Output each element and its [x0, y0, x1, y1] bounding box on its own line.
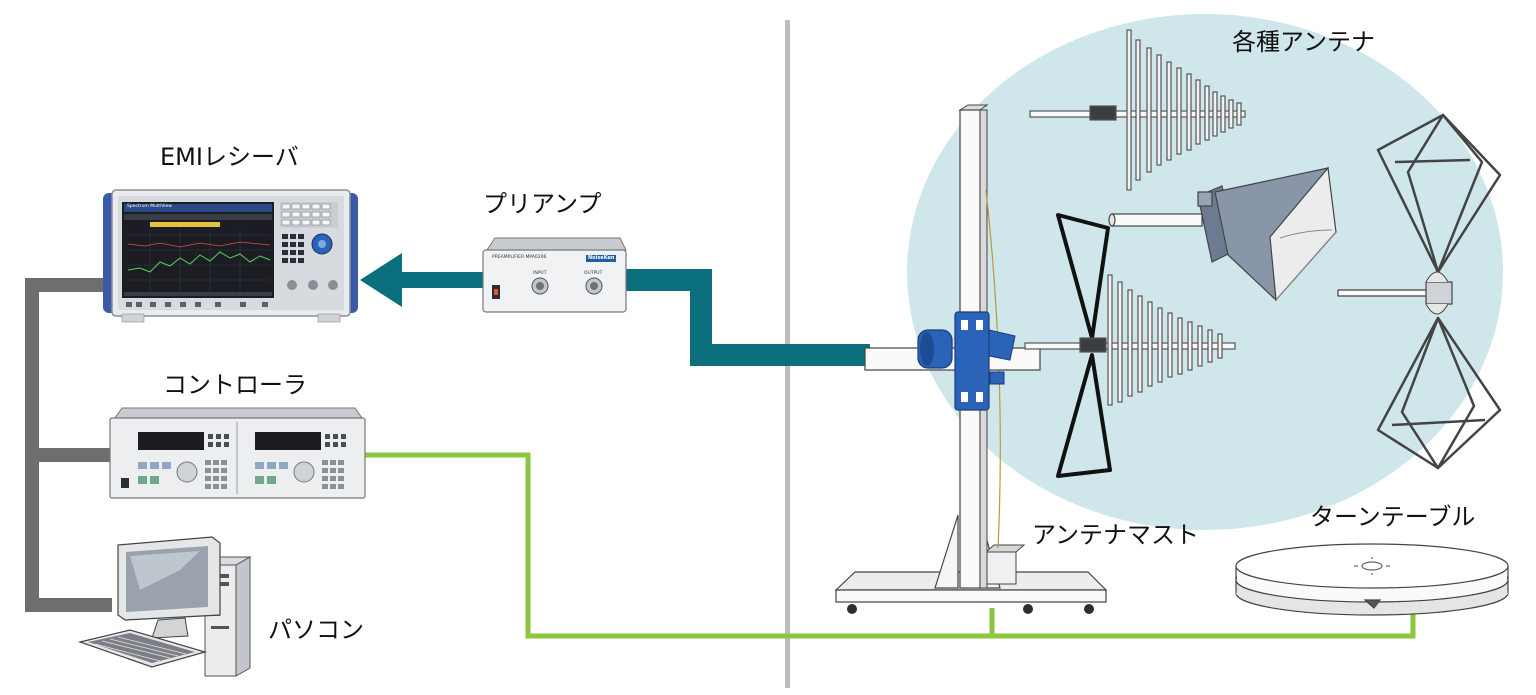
- log-periodic-antenna-mid: [1024, 274, 1236, 406]
- receiver-screen-status: Spectrum MultiView: [127, 204, 172, 209]
- preamp-model-label: PREAMPLIFIER MPA0206: [492, 255, 547, 260]
- bowtie-antenna: [1056, 213, 1112, 478]
- turntable: [1235, 543, 1509, 616]
- label-turntable: ターンテーブル: [1310, 503, 1476, 531]
- mast-clamp: [954, 311, 990, 411]
- pc: [77, 536, 252, 677]
- label-controller: コントローラ: [163, 371, 307, 399]
- label-emi-receiver: EMIレシーバ: [160, 143, 299, 171]
- pc-cable-bus: [25, 278, 112, 612]
- controller: [109, 407, 366, 499]
- label-preamp: プリアンプ: [483, 190, 602, 218]
- label-antenna-mast: アンテナマスト: [1032, 521, 1200, 549]
- label-antennas: 各種アンテナ: [1232, 28, 1376, 56]
- label-pc: パソコン: [268, 616, 364, 644]
- preamp-input-label: INPUT: [533, 271, 547, 276]
- control-cable: [365, 452, 1416, 639]
- emi-receiver: [103, 189, 358, 323]
- horn-antenna: [1108, 166, 1337, 302]
- log-periodic-antenna-top: [1029, 29, 1246, 191]
- antenna-zone-background: [907, 14, 1503, 530]
- signal-cable: [360, 253, 870, 366]
- signal-arrow: [360, 253, 402, 307]
- preamp-brand-logo: NoiseKen: [586, 255, 617, 262]
- preamp-output-label: OUTPUT: [584, 271, 603, 276]
- preamp: [482, 237, 627, 313]
- biconical-antenna: [1337, 113, 1502, 470]
- antenna-mast: [834, 104, 1108, 614]
